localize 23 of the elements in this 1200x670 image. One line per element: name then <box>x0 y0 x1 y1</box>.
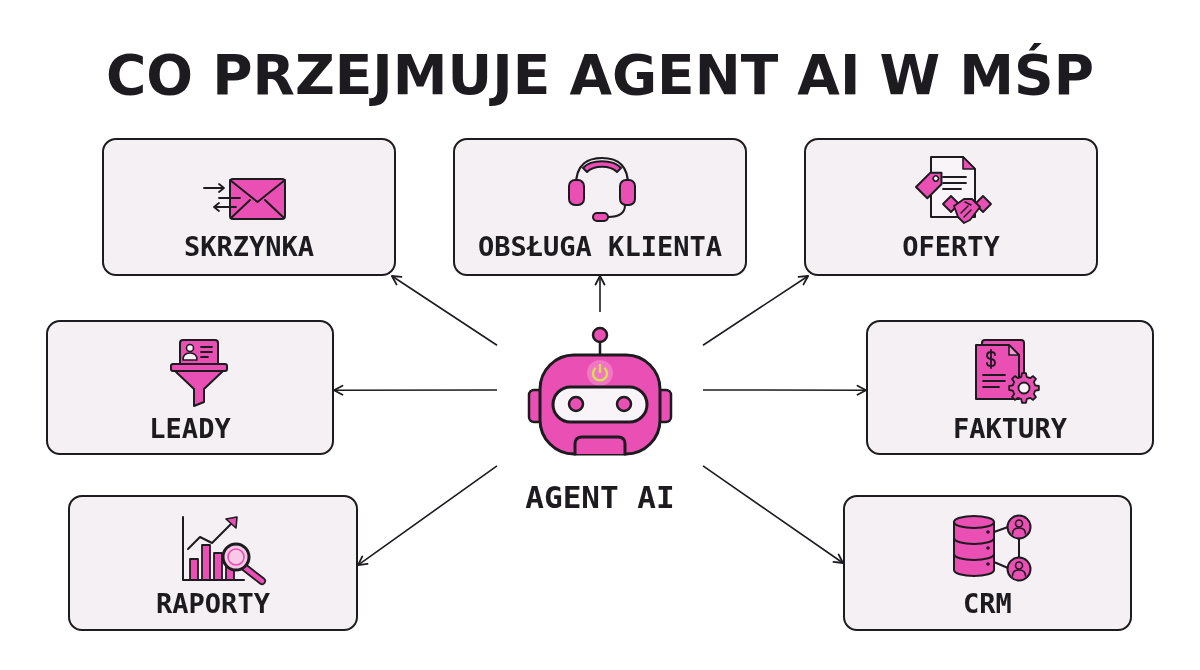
category-card <box>453 138 747 276</box>
category-card <box>46 320 334 455</box>
card-label: RAPORTY <box>156 589 270 619</box>
arrow <box>594 275 606 313</box>
card-label: OFERTY <box>902 232 1000 262</box>
category-card <box>843 495 1132 631</box>
arrow <box>391 275 498 347</box>
agent-label: AGENT AI <box>525 480 675 514</box>
card-label: OBSŁUGA KLIENTA <box>478 232 722 262</box>
arrow <box>702 384 867 396</box>
card-label: LEADY <box>149 414 231 444</box>
category-card <box>804 138 1098 276</box>
category-card <box>866 320 1154 455</box>
arrow <box>357 465 498 566</box>
arrow <box>702 275 809 347</box>
category-card <box>68 495 358 631</box>
category-card <box>102 138 396 276</box>
arrow <box>702 465 844 564</box>
title: CO PRZEJMUJE AGENT AI W MŚP <box>106 44 1094 106</box>
card-label: CRM <box>963 589 1012 619</box>
card-label: SKRZYNKA <box>184 232 314 262</box>
card-label: FAKTURY <box>953 414 1067 444</box>
arrow <box>333 384 498 396</box>
